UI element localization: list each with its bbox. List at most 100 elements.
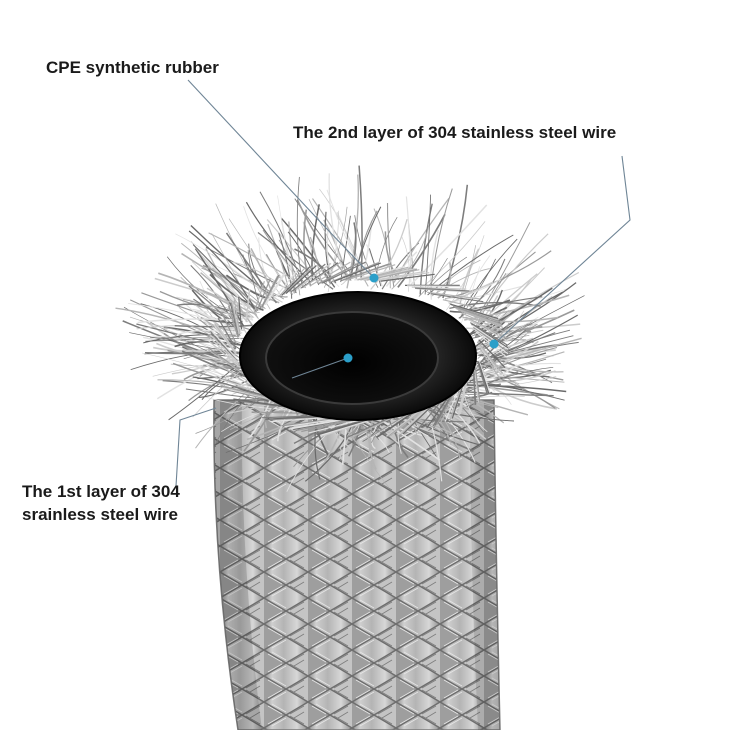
wire-strand	[253, 281, 265, 314]
wire-strand	[264, 273, 285, 306]
wire-strand	[221, 312, 237, 345]
wire-strand	[442, 299, 494, 313]
wire-strand	[415, 400, 442, 432]
wire-strand	[465, 287, 553, 338]
wire-strand	[380, 273, 435, 282]
wire-strand	[426, 397, 449, 429]
wire-strand	[360, 267, 413, 281]
wire-strand	[393, 197, 450, 283]
wire-strand	[130, 350, 233, 371]
wire-strand	[233, 300, 241, 333]
wire-strand	[414, 287, 470, 292]
wire-strand	[281, 266, 311, 296]
wire-strand	[234, 399, 289, 408]
wire-strand	[301, 419, 354, 433]
leader-rubber-inner	[325, 227, 373, 277]
wire-strand	[168, 365, 237, 421]
wire-strand	[198, 379, 250, 398]
wire-strand	[463, 366, 554, 395]
wire-strand	[163, 332, 245, 367]
wire-strand	[207, 349, 244, 375]
wire-strand	[317, 261, 361, 285]
wire-strand	[181, 252, 264, 310]
wire-strand	[328, 173, 347, 282]
wire-strand	[478, 323, 538, 346]
wire-strand	[384, 414, 474, 452]
wire-strand	[277, 406, 293, 442]
wire-strand	[192, 371, 241, 418]
wire-strand	[401, 236, 410, 292]
wire-strand	[470, 337, 582, 370]
wire-strand	[302, 262, 341, 289]
wire-strand	[281, 418, 336, 427]
wire-strand	[215, 203, 271, 310]
wire-strand	[346, 416, 392, 439]
wire-strand	[273, 269, 299, 300]
wire-strand	[284, 418, 339, 428]
wire-strand	[350, 416, 395, 439]
wire-strand	[270, 416, 326, 423]
wire-strand	[287, 255, 324, 285]
wire-strand	[473, 372, 476, 406]
wire-strand	[410, 204, 488, 286]
wire-strand	[402, 405, 433, 435]
wire-strand	[265, 415, 321, 420]
wire-strand	[287, 231, 320, 286]
wire-strand	[333, 262, 382, 282]
wire-strand	[451, 385, 464, 419]
wire-strand	[225, 274, 266, 299]
wire-strand	[251, 411, 307, 414]
wire-strand	[278, 232, 293, 299]
wire-strand	[265, 272, 287, 305]
label-first-steel-layer-line2: srainless steel wire	[22, 505, 178, 524]
leader-core	[291, 357, 349, 379]
wire-strand	[400, 405, 432, 435]
wire-strand	[375, 272, 430, 282]
wire-strand	[430, 293, 484, 303]
wire-strand	[174, 340, 246, 348]
wire-strand	[375, 411, 414, 438]
cpe-rubber-tube	[239, 291, 477, 421]
wire-strand	[233, 398, 287, 408]
wire-strand	[465, 316, 507, 339]
wire-strand	[478, 360, 491, 393]
wire-strand	[278, 267, 306, 298]
wire-strand	[457, 382, 467, 416]
wire-strand	[386, 409, 422, 437]
wire-strand	[371, 270, 426, 282]
marker-dot-core	[343, 353, 353, 363]
frayed-wire-tuft	[115, 165, 585, 492]
wire-strand	[206, 364, 254, 389]
wire-strand	[474, 368, 481, 402]
wire-strand	[129, 332, 234, 353]
marker-dots	[343, 273, 499, 363]
wire-strand	[309, 236, 323, 284]
wire-strand	[188, 230, 257, 313]
wire-strand	[198, 394, 287, 410]
wire-strand	[456, 308, 503, 327]
wire-strand	[217, 317, 237, 349]
wire-strand	[231, 301, 240, 335]
wire-strand	[437, 262, 452, 299]
wire-strand	[450, 303, 499, 320]
wire-strand	[439, 391, 457, 424]
wire-strand	[233, 273, 285, 300]
wire-strand	[223, 388, 275, 402]
wire-strand	[361, 423, 371, 458]
wire-strand	[228, 305, 239, 338]
wire-strand	[283, 265, 314, 295]
wire-strand	[481, 363, 564, 381]
wire-strand	[214, 363, 243, 377]
wire-strand	[457, 309, 504, 328]
wire-strand	[145, 337, 245, 342]
wire-strand	[311, 204, 320, 282]
wire-strand	[316, 419, 368, 436]
wire-strand	[207, 347, 243, 373]
wire-strand	[432, 394, 453, 427]
wire-strand	[201, 267, 266, 310]
wire-strand	[478, 339, 506, 369]
label-cpe-rubber: CPE synthetic rubber	[46, 58, 219, 77]
wire-strand	[371, 424, 378, 450]
wire-strand	[411, 286, 467, 290]
wire-strand	[256, 278, 271, 311]
